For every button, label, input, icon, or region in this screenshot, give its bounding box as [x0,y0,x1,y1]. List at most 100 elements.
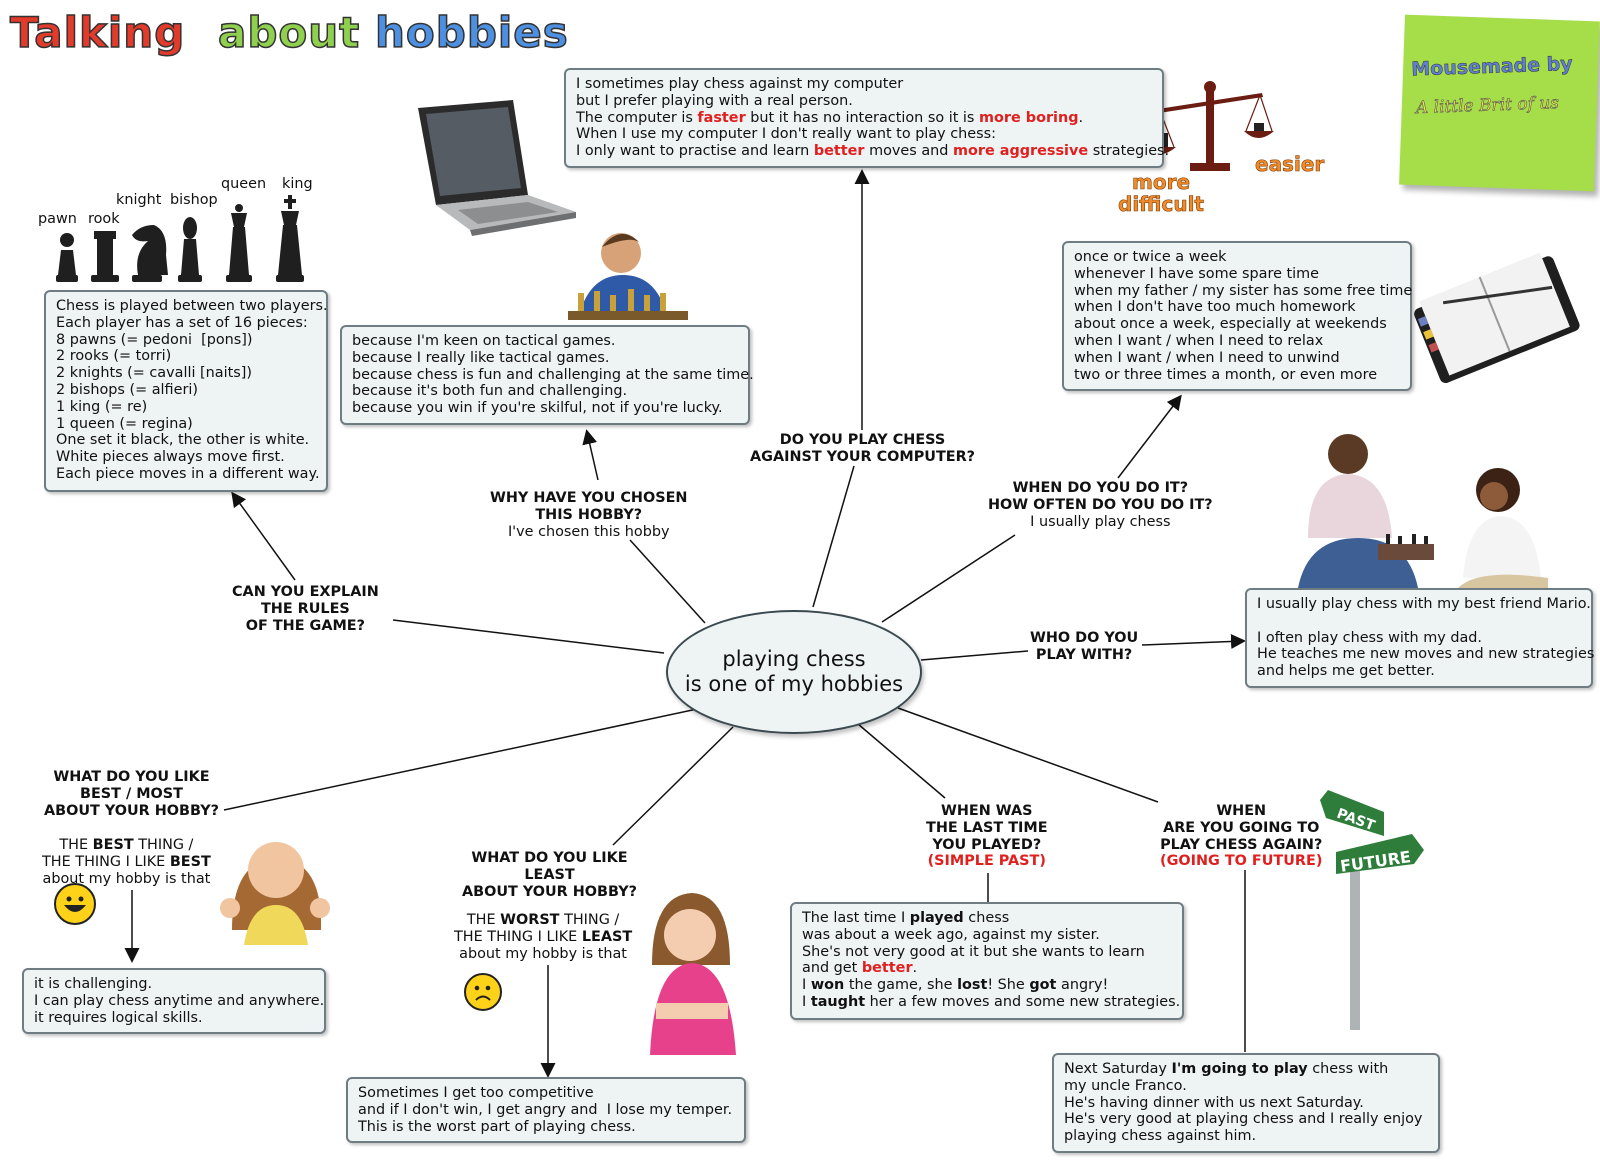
question-computer: DO YOU PLAY CHESS AGAINST YOUR COMPUTER? [750,432,975,466]
boy-playing-chess-image [568,233,688,320]
question-line: YOU PLAYED? [932,836,1042,853]
question-rules: CAN YOU EXPLAIN THE RULES OF THE GAME? [232,584,379,634]
line-who [920,650,1029,661]
box-line: my uncle Franco. [1064,1077,1187,1094]
box-line: I can play chess anytime and anywhere. [34,992,325,1009]
grammar-tag: (SIMPLE PAST) [927,853,1046,870]
man-and-girl-playing-chess-image [1298,434,1548,588]
box-text: and get [802,960,862,977]
starter-bold: BEST [92,837,134,853]
box-text: The last time I [802,910,910,926]
box-line: 1 queen (= regina) [56,415,193,432]
when-box: once or twice a week whenever I have som… [1062,241,1412,391]
box-text: chess with [1307,1061,1389,1077]
question-line: AGAINST YOUR COMPUTER? [750,448,976,465]
badge-line-1: Mousemade by [1410,52,1574,81]
question-line: PLAY WITH? [1035,646,1133,663]
chess-pieces-image [56,195,304,282]
line-when [881,534,1016,623]
label-pawn: pawn [38,211,77,227]
box-line: because it's both fun and challenging. [352,383,628,400]
bishop-icon [178,217,202,282]
box-line: playing chess against him. [1064,1128,1257,1145]
why-box: because I'm keen on tactical games. beca… [340,325,754,425]
line-best [223,701,731,811]
sad-face-icon [464,973,502,1011]
best-starter: THE BEST THING / THE THING I LIKE BEST a… [42,837,211,887]
title-word-3: hobbies [374,7,569,58]
arrow-when [1117,394,1182,479]
arrow-rules [231,491,296,581]
box-text: her a few moves and some new strategies. [865,993,1181,1010]
box-line: I often play chess with my dad. [1257,629,1483,646]
label-rook: rook [88,211,120,227]
box-text: Next Saturday [1064,1061,1172,1077]
line-computer [812,465,855,608]
box-line: when I don't have too much homework [1074,299,1356,316]
question-line: THE RULES [260,600,350,617]
box-line: He's having dinner with us next Saturday… [1064,1094,1364,1111]
question-line: ABOUT YOUR HOBBY? [462,883,637,900]
box-line: He's very good at playing chess and I re… [1064,1111,1423,1128]
box-text: chess [963,910,1010,926]
past-verb: taught [810,993,866,1010]
comparative: more aggressive [953,143,1089,160]
central-topic-line-2: is one of my hobbies [684,672,904,696]
pawn-icon [56,233,78,282]
question-line: PLAY CHESS AGAIN? [1160,836,1323,853]
box-line: Each piece moves in a different way. [56,465,320,482]
last-time-box: The last time I played chess was about a… [790,902,1184,1020]
title-word-1: Talking [9,7,186,58]
king-icon [276,195,304,282]
box-line: Sometimes I get too competitive [358,1085,594,1101]
label-knight: knight [116,192,162,208]
starter-bold: WORST [500,912,560,928]
angry-girl-image [650,893,736,1055]
box-line: two or three times a month, or even more [1074,366,1378,383]
box-line: it is challenging. [34,976,153,992]
box-text: I [802,993,811,1010]
label-king: king [282,176,313,192]
box-line: I usually play chess with my best friend… [1257,596,1591,612]
question-line: BEST / MOST [79,785,183,802]
box-text: . [912,960,918,977]
starter-text: THE THING I LIKE [42,853,170,870]
box-line: 1 king (= re) [56,398,148,415]
box-text: moves and [864,143,953,160]
box-line: Chess is played between two players. [56,298,328,314]
scale-label-difficult: difficult [1118,192,1205,217]
computer-box: I sometimes play chess against my comput… [564,68,1169,168]
future-box: Next Saturday I'm going to play chess wi… [1052,1053,1440,1153]
past-future-street-sign-image [1320,790,1424,1030]
starter-text: about my hobby is that [42,870,211,887]
box-line: He teaches me new moves and new strategi… [1257,646,1595,663]
box-line: because I'm keen on tactical games. [352,333,616,349]
starter-text: THE [466,912,501,928]
happy-face-icon [54,883,96,925]
rook-icon [91,231,119,282]
box-line: 2 bishops (= alfieri) [56,381,199,398]
box-line: about once a week, especially at weekend… [1074,316,1387,333]
box-line: and helps me get better. [1257,663,1435,680]
question-line: WHAT DO YOU LIKE [471,850,628,866]
who-box: I usually play chess with my best friend… [1245,588,1595,688]
box-text: The computer is [576,109,698,126]
box-text: but it has no interaction so it is [745,109,980,126]
past-verb: got [1029,977,1057,994]
box-line: because chess is fun and challenging at … [352,366,754,383]
laptop-image [418,100,576,236]
box-line: One set it black, the other is white. [56,432,310,449]
question-line: OF THE GAME? [245,617,365,634]
question-when: WHEN DO YOU DO IT? HOW OFTEN DO YOU DO I… [988,480,1213,530]
best-box: it is challenging. I can play chess anyt… [22,968,326,1034]
least-box: Sometimes I get too competitive and if I… [346,1077,746,1143]
label-bishop: bishop [170,192,218,208]
question-line: DO YOU PLAY CHESS [779,432,946,448]
question-line: THIS HOBBY? [535,506,643,523]
line-least [612,726,734,846]
question-starter: I usually play chess [1030,513,1171,530]
box-line: when my father / my sister has some free… [1074,282,1413,299]
box-line: was about a week ago, against my sister. [802,926,1100,943]
box-line: and if I don't win, I get angry and I lo… [358,1101,733,1118]
